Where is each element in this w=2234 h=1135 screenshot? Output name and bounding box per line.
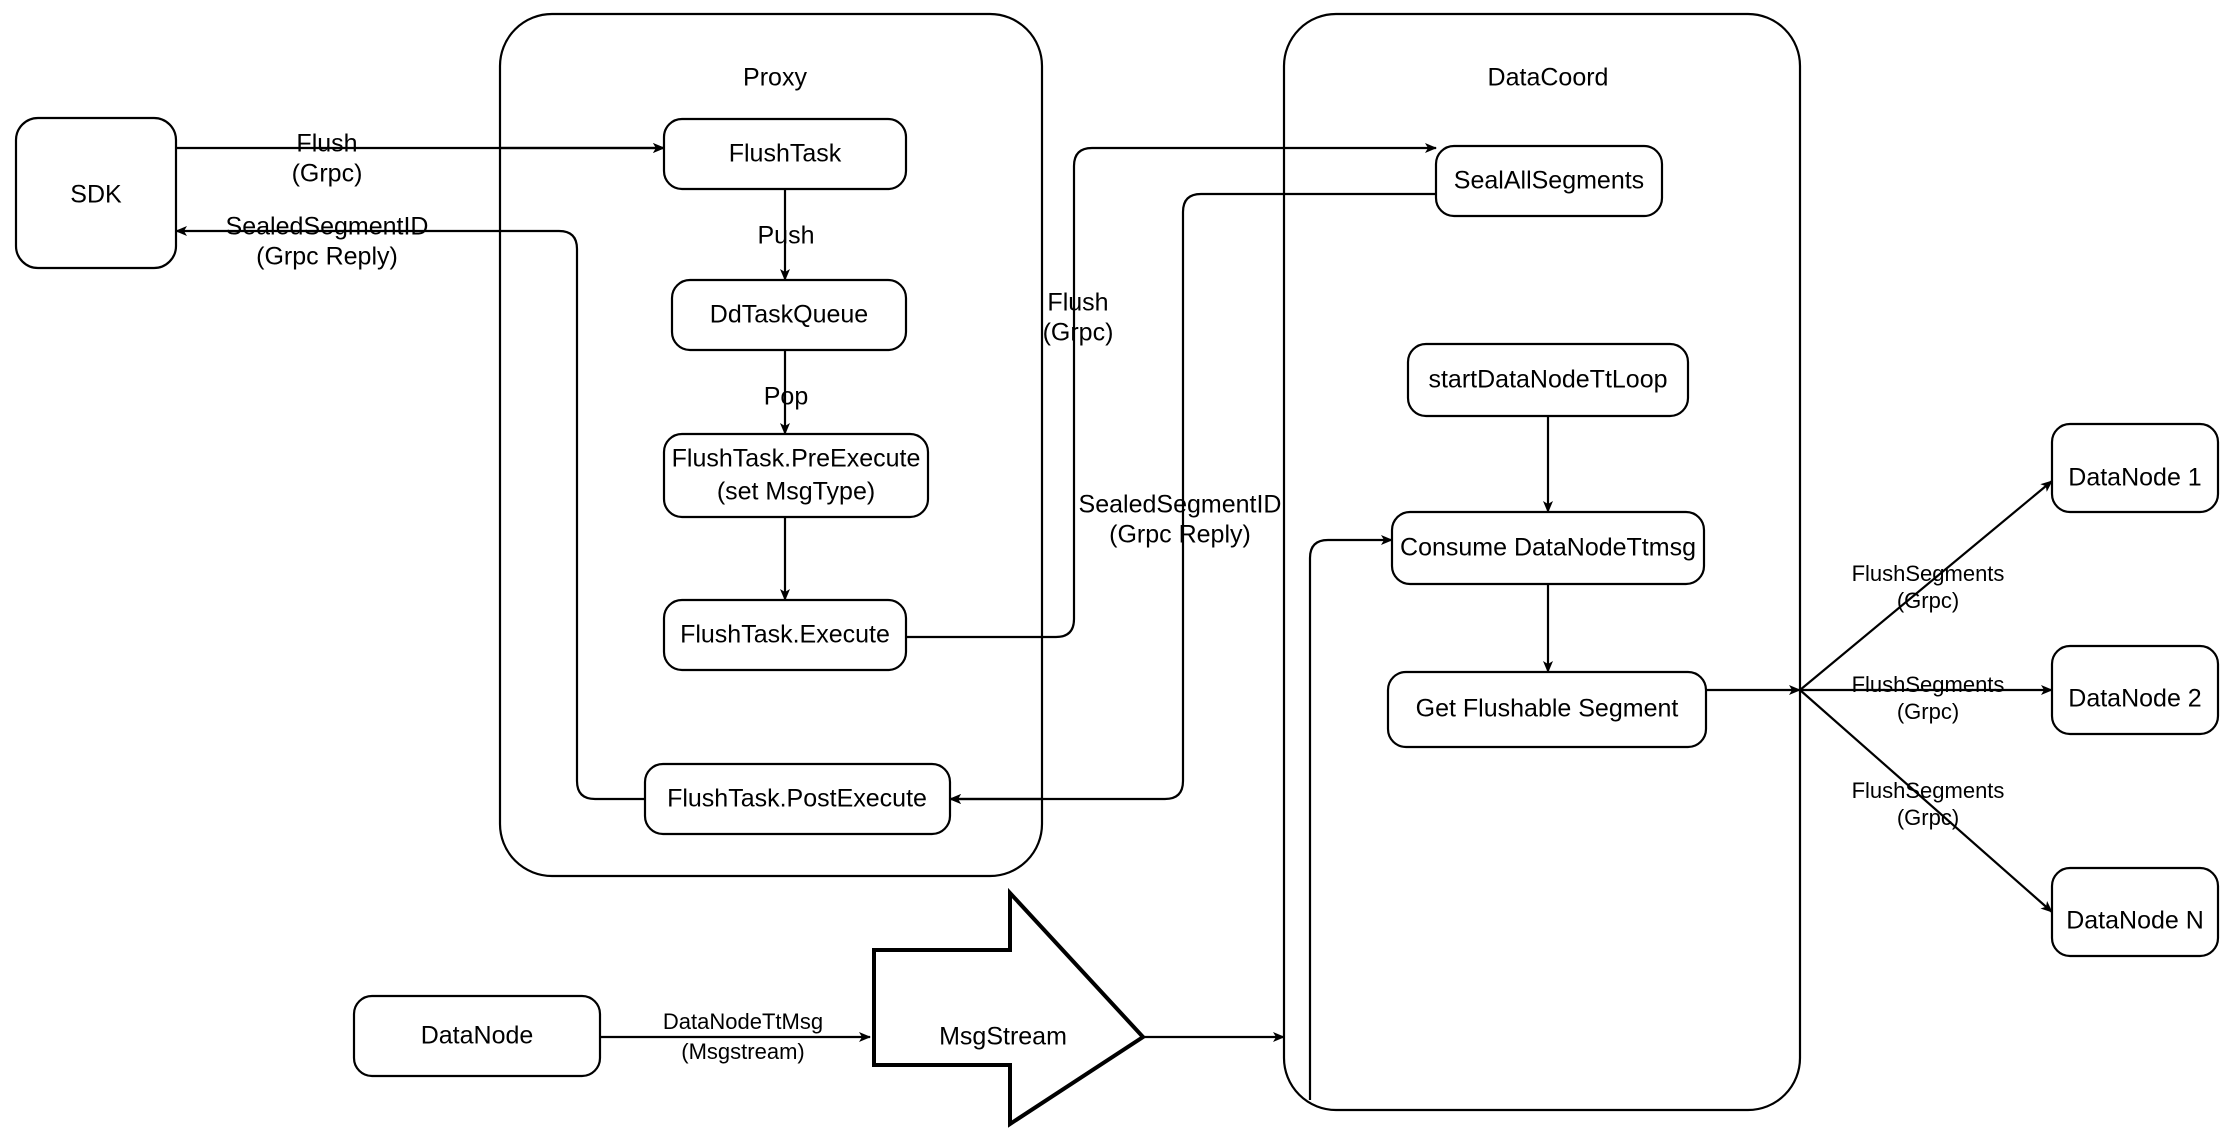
node-flushtask[interactable] <box>662 117 908 191</box>
edge-label-proxy-to-sdk-line2: (Grpc Reply) <box>256 243 398 271</box>
edge-label-flushsegments-1-line1: FlushSegments <box>1852 561 2005 586</box>
node-datanode-source[interactable] <box>352 994 602 1078</box>
node-ddtaskqueue[interactable] <box>670 278 908 352</box>
proxy-container-label: Proxy <box>743 64 807 92</box>
edge-label-datacoord-to-proxy-line2: (Grpc Reply) <box>1109 521 1251 549</box>
edge-label-proxy-to-sdk-line1: SealedSegmentID <box>226 213 429 241</box>
edge-label-flushsegments-2-line1: FlushSegments <box>1852 672 2005 697</box>
datacoord-container <box>1282 12 1802 1112</box>
edge-label-sdk-to-proxy-line2: (Grpc) <box>292 160 363 188</box>
node-get-flushable-segment[interactable] <box>1386 670 1708 749</box>
node-flushtask-execute[interactable] <box>662 598 908 672</box>
node-preexecute-label-line1: FlushTask.PreExecute <box>672 445 921 473</box>
edge-label-proxy-to-datacoord-line1: Flush <box>1047 289 1108 317</box>
node-sealallsegments[interactable] <box>1434 144 1664 218</box>
node-datanode-2-label: DataNode 2 <box>2068 685 2201 713</box>
edge-label-flushsegments-3-line2: (Grpc) <box>1897 805 1959 830</box>
edge-label-proxy-to-datacoord-line2: (Grpc) <box>1043 319 1114 347</box>
datacoord-container-label: DataCoord <box>1488 64 1609 92</box>
edge-label-datanodettmsg-line2: (Msgstream) <box>681 1039 804 1064</box>
node-datanode-n-label: DataNode N <box>2066 907 2204 935</box>
edge-label-flushsegments-2-line2: (Grpc) <box>1897 699 1959 724</box>
node-msgstream-arrow[interactable] <box>872 887 1147 1128</box>
edge-sealallsegments-to-postexecute <box>949 192 1436 804</box>
node-consume-datanodettmsg[interactable] <box>1390 510 1706 586</box>
node-execute-label: FlushTask.Execute <box>680 621 890 649</box>
node-datanode-n[interactable] <box>2050 866 2220 958</box>
edge-label-sdk-to-proxy-line1: Flush <box>296 130 357 158</box>
edge-postexecute-to-sdk <box>175 226 645 801</box>
node-sealallsegments-label: SealAllSegments <box>1454 167 1644 195</box>
node-datanode-1[interactable] <box>2050 422 2220 514</box>
node-ddtaskqueue-label: DdTaskQueue <box>710 301 868 329</box>
node-preexecute-label-line2: (set MsgType) <box>717 478 875 506</box>
node-sdk[interactable] <box>14 116 178 270</box>
node-flushtask-preexecute[interactable] <box>662 432 930 519</box>
edge-execute-to-sealallsegments <box>906 143 1437 639</box>
node-get-flushable-segment-label: Get Flushable Segment <box>1416 695 1679 723</box>
node-postexecute-label: FlushTask.PostExecute <box>667 785 927 813</box>
node-flushtask-label: FlushTask <box>729 140 842 168</box>
edge-label-datacoord-to-proxy-line1: SealedSegmentID <box>1079 491 1282 519</box>
edge-fanout-to-datanoden <box>1799 689 2053 913</box>
edge-label-pop: Pop <box>764 383 808 411</box>
node-datanode-source-label: DataNode <box>421 1022 534 1050</box>
edge-label-flushsegments-3-line1: FlushSegments <box>1852 778 2005 803</box>
node-sdk-label: SDK <box>70 181 122 209</box>
node-msgstream-label: MsgStream <box>939 1023 1067 1051</box>
edge-fanout-to-datanode1 <box>1799 480 2053 691</box>
edge-label-datanodettmsg-line1: DataNodeTtMsg <box>663 1009 823 1034</box>
node-datanode-1-label: DataNode 1 <box>2068 464 2201 492</box>
edge-label-push: Push <box>758 222 815 250</box>
edge-datacoord-to-consume <box>1308 535 1393 1100</box>
proxy-container <box>498 12 1044 878</box>
node-startdatanodettloop-label: startDataNodeTtLoop <box>1428 366 1667 394</box>
node-flushtask-postexecute[interactable] <box>643 762 952 836</box>
edge-label-flushsegments-1-line2: (Grpc) <box>1897 588 1959 613</box>
node-startdatanodettloop[interactable] <box>1406 342 1690 418</box>
node-consume-datanodettmsg-label: Consume DataNodeTtmsg <box>1400 534 1696 562</box>
node-datanode-2[interactable] <box>2050 644 2220 736</box>
